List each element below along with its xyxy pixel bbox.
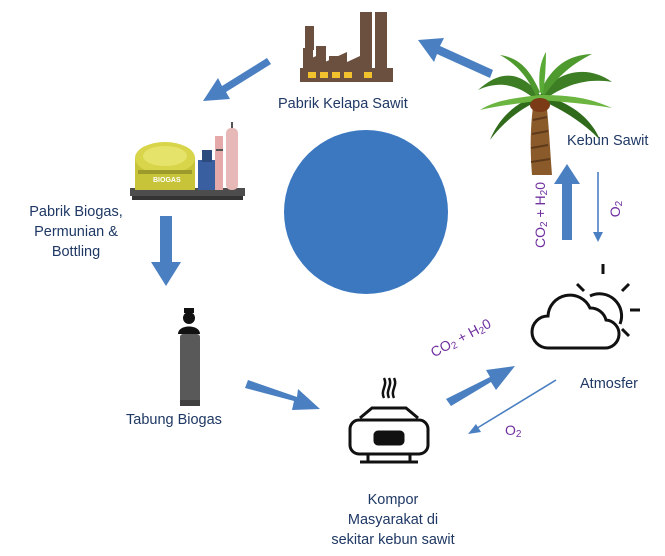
stove-label-line-3: sekitar kebun sawit	[331, 532, 455, 548]
arrow-biogas-to-cylinder	[151, 216, 181, 286]
flow-arrows	[151, 38, 603, 434]
cylinder-label: Tabung Biogas	[126, 412, 222, 428]
arrow-atmosphere-to-palm	[554, 164, 580, 240]
biogas-plant-label: Pabrik Biogas, Permunian & Bottling	[6, 202, 146, 262]
atmosphere-label: Atmosfer	[580, 376, 639, 392]
stove-label: Kompor Masyarakat di sekitar kebun sawit	[318, 490, 468, 550]
palm-oil-factory-icon	[300, 12, 393, 82]
flow-label-co2-h2o-vertical: CO2 + H20	[532, 182, 550, 248]
biogas-plant-icon: BIOGAS	[130, 122, 245, 200]
stove-label-line-1: Kompor	[367, 492, 419, 508]
factory-label: Pabrik Kelapa Sawit	[278, 96, 408, 112]
biogas-tank-text: BIOGAS	[153, 177, 181, 184]
flow-label-o2-diagonal: O2	[505, 422, 522, 440]
arrow-cylinder-to-stove	[245, 380, 320, 410]
stove-icon	[348, 377, 430, 464]
plantation-label: Kebun Sawit	[567, 133, 649, 149]
biogas-plant-label-line-3: Bottling	[51, 244, 101, 260]
cloud-sun-icon	[530, 264, 640, 350]
gas-cylinder-icon	[178, 308, 200, 406]
biogas-plant-label-line-1: Pabrik Biogas,	[29, 204, 123, 220]
arrow-palm-to-factory	[418, 38, 493, 78]
palm-tree-icon	[478, 52, 612, 175]
flow-label-o2-vertical: O2	[607, 200, 626, 218]
biogas-plant-label-line-2: Permunian &	[34, 224, 118, 240]
stove-label-line-2: Masyarakat di	[347, 512, 439, 528]
arrow-stove-to-atmosphere	[446, 366, 515, 406]
arrow-factory-to-biogas	[203, 58, 271, 101]
center-circle	[284, 130, 448, 294]
